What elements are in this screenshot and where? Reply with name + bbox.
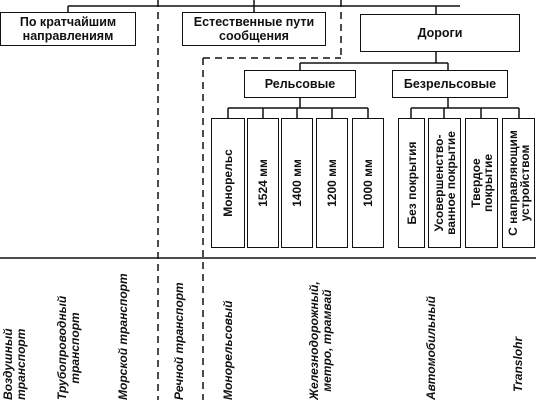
transport-type-line: Морской транспорт (116, 273, 130, 400)
rail-item-label: 1524 мм (256, 159, 270, 207)
transport-type-label: Translohr (511, 336, 525, 392)
natural-routes-label: Естественные пути сообщения (193, 15, 315, 43)
transport-type-line: Трубопроводный (55, 295, 69, 400)
transport-type-line: метро, трамвай (320, 289, 334, 392)
trackless-item-box: Без покрытия (398, 118, 425, 248)
rail-item-box: 1524 мм (247, 118, 279, 248)
trackless-item-box: С направляющим устройством (502, 118, 535, 248)
transport-type-label: Монорельсовый (221, 300, 235, 400)
rail-item-box: 1000 мм (352, 118, 384, 248)
transport-type-line: транспорт (14, 328, 28, 400)
trackless-label: Безрельсовые (403, 77, 497, 91)
transport-type-line: транспорт (68, 312, 82, 384)
rail-item-label: 1000 мм (361, 159, 375, 207)
transport-type-line: Воздушный (1, 328, 15, 400)
roads-label: Дороги (417, 26, 463, 40)
rail-item-box: Монорельс (211, 118, 245, 248)
transport-type-line: Монорельсовый (221, 300, 235, 400)
transport-type-label: Трубопроводный транспорт (55, 295, 82, 400)
transport-type-label: Морской транспорт (116, 273, 130, 400)
trackless-item-label: Без покрытия (404, 141, 419, 225)
trackless-item-label: С направляющим устройством (506, 130, 532, 236)
rail-box: Рельсовые (244, 70, 356, 98)
roads-box: Дороги (360, 14, 520, 52)
trackless-item-box: Усовершенство- ванное покрытие (428, 118, 461, 248)
trackless-item-box: Твердое покрытие (465, 118, 498, 248)
trackless-item-label: Усовершенство- ванное покрытие (432, 131, 458, 235)
transport-type-line: Translohr (511, 336, 525, 392)
transport-type-label: Автомобильный (424, 296, 438, 400)
transport-type-label: Железнодорожный, метро, трамвай (307, 281, 334, 400)
rail-item-box: 1400 мм (281, 118, 313, 248)
trackless-item-line: устройством (517, 144, 532, 222)
transport-type-line: Автомобильный (424, 296, 438, 400)
rail-item-box: 1200 мм (316, 118, 348, 248)
transport-type-label: Речной транспорт (172, 282, 186, 400)
shortest-routes-label: По кратчайшим направлениям (19, 15, 117, 43)
transport-type-line: Железнодорожный, (307, 281, 321, 400)
rail-label: Рельсовые (264, 77, 336, 91)
transport-type-label: Воздушный транспорт (1, 328, 28, 400)
rail-item-label: 1200 мм (325, 159, 339, 207)
trackless-item-line: ванное покрытие (443, 131, 458, 235)
trackless-box: Безрельсовые (392, 70, 508, 98)
rail-item-label: 1400 мм (290, 159, 304, 207)
trackless-item-line: покрытие (480, 153, 495, 213)
transport-type-line: Речной транспорт (172, 282, 186, 400)
shortest-routes-box: По кратчайшим направлениям (0, 12, 136, 46)
trackless-item-line: Без покрытия (404, 141, 419, 225)
natural-routes-box: Естественные пути сообщения (182, 12, 326, 46)
trackless-item-label: Твердое покрытие (469, 153, 495, 213)
rail-item-label: Монорельс (221, 149, 235, 217)
